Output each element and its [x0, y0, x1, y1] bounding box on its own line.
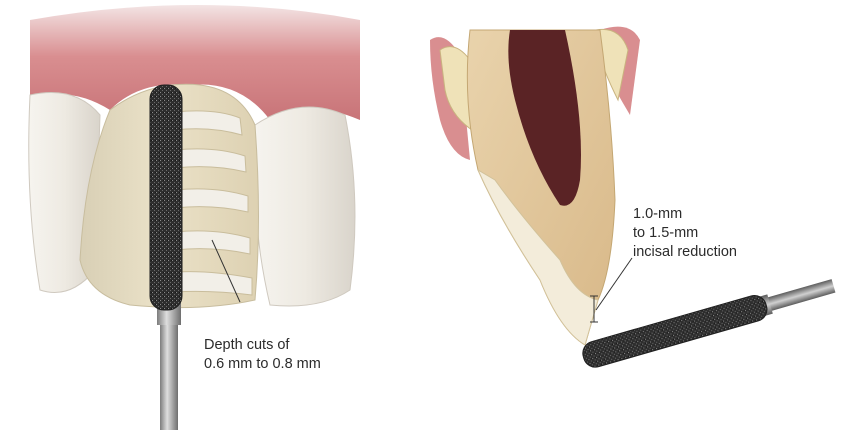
incisal-reduction-label-line1: 1.0-mm	[633, 205, 737, 224]
incisal-reduction-label-line2: to 1.5-mm	[633, 224, 737, 243]
depth-cuts-label-line1: Depth cuts of	[204, 336, 321, 355]
diamond-bur-icon	[150, 85, 182, 430]
incisal-reduction-label-line3: incisal reduction	[633, 243, 737, 262]
incisal-reduction-label: 1.0-mm to 1.5-mm incisal reduction	[633, 205, 737, 262]
diamond-bur-icon	[580, 273, 837, 370]
right-neighbor-tooth	[254, 107, 355, 306]
depth-cuts-label: Depth cuts of 0.6 mm to 0.8 mm	[204, 336, 321, 374]
right-illustration	[430, 27, 837, 370]
depth-cuts-label-line2: 0.6 mm to 0.8 mm	[204, 355, 321, 374]
